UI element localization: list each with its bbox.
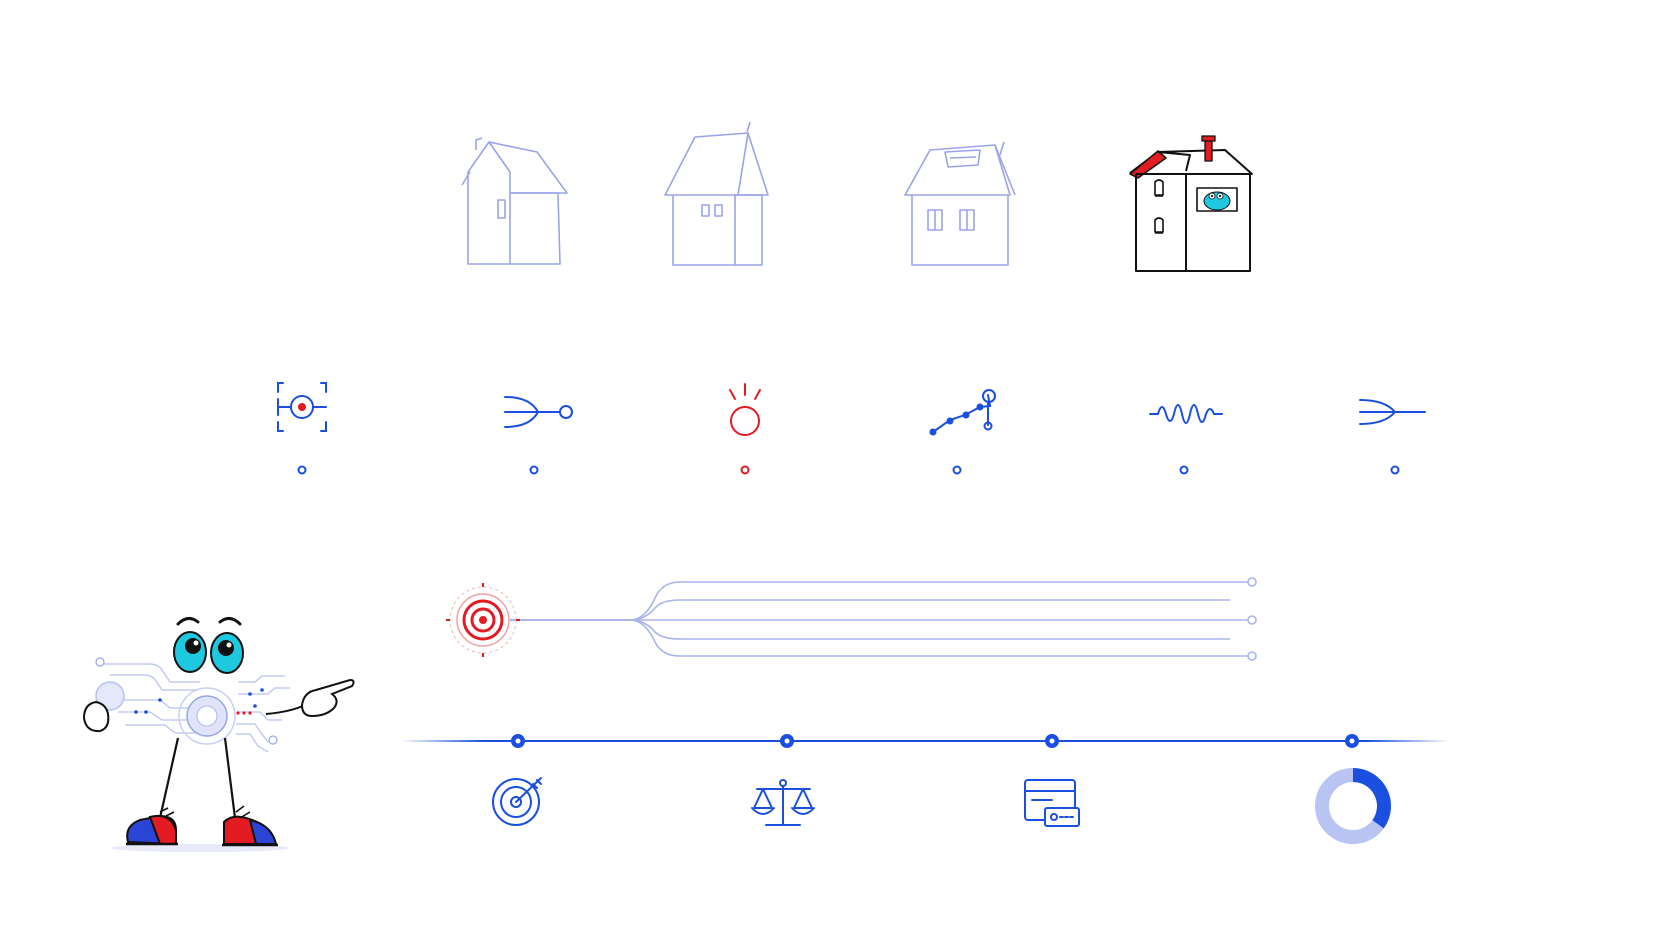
mascot-legs: [158, 737, 237, 819]
converge-arrow-icon: [1359, 399, 1426, 425]
mascot-pointing-hand: [300, 678, 355, 718]
donut-chart-icon: [1315, 768, 1391, 844]
branch-paths: [510, 581, 1248, 657]
mascot-body-orb: [178, 687, 236, 745]
marker-dot: [297, 465, 307, 475]
growth-path-icon: [929, 389, 996, 436]
mascot-shoes: [110, 805, 290, 852]
focus-target-icon: [277, 382, 327, 432]
mascot-left-hand: [82, 700, 110, 733]
house-sketch-2: [664, 121, 769, 266]
target-dart-icon: [492, 777, 542, 826]
payment-card-icon: [1024, 779, 1080, 827]
house-sketch-3: [904, 141, 1016, 266]
donut-value-arc: [1352, 768, 1391, 829]
marker-dot-active: [740, 465, 750, 475]
mascot-right-arm: [265, 704, 306, 715]
radar-target-icon: [446, 583, 520, 657]
held-orb: [95, 681, 125, 711]
timeline-nodes: [511, 734, 1359, 748]
signal-wave-icon: [1149, 404, 1223, 424]
mascot-eyes: [173, 617, 244, 674]
idea-spark-icon: [729, 383, 761, 436]
marker-dot: [1179, 465, 1189, 475]
merge-node-icon: [504, 396, 573, 428]
marker-dot: [1390, 465, 1400, 475]
marker-dot: [529, 465, 539, 475]
branch-end-dots: [1247, 577, 1257, 661]
balance-scale-icon: [751, 779, 815, 826]
house-sketch-1: [461, 137, 568, 265]
icon-row-markers: [297, 465, 1400, 475]
house-sketch-4: [1129, 135, 1253, 272]
circuit-dots: [134, 688, 264, 715]
marker-dot: [952, 465, 962, 475]
timeline-axis: [400, 740, 1450, 742]
